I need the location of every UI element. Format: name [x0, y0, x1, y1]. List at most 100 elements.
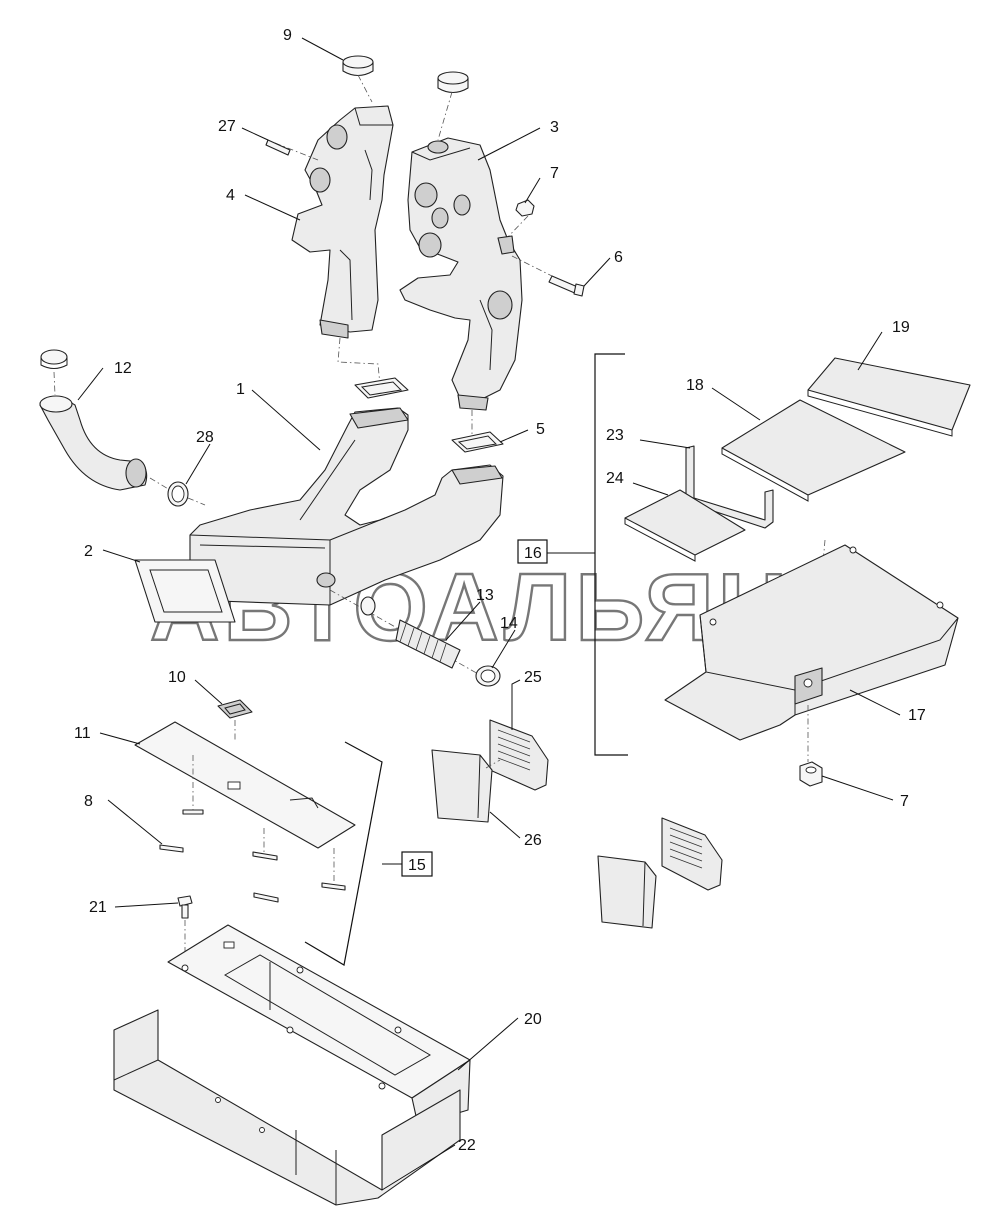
- leader-23: [639, 439, 691, 449]
- leader-26: [489, 811, 521, 839]
- axis-9-left: [357, 74, 373, 103]
- part-4-duct: [291, 105, 394, 339]
- leader-27: [241, 127, 269, 141]
- leader-5: [499, 429, 529, 443]
- part-13-bellows: [360, 596, 461, 669]
- part-2-frame: [134, 559, 236, 623]
- leader-10: [194, 679, 223, 705]
- leader-25: [511, 679, 521, 730]
- axis-6: [511, 255, 569, 285]
- leader-13: [445, 601, 481, 641]
- part-25-grille: [489, 719, 549, 791]
- leader-18: [711, 387, 761, 421]
- axis-28: [187, 497, 206, 506]
- part-27-screw: [265, 139, 291, 156]
- group-callout-16: 16: [517, 539, 548, 564]
- part-9-cap-right: [437, 71, 469, 94]
- part-9-cap-left: [342, 55, 374, 77]
- callout-27: 27: [218, 118, 236, 135]
- callout-18: 18: [686, 377, 704, 394]
- grille-repeat: [661, 817, 723, 891]
- part-12-hose: [39, 349, 148, 491]
- part-14-clamp: [475, 665, 501, 687]
- group-callout-15: 15: [401, 851, 433, 877]
- callout-7-upper: 7: [550, 165, 559, 182]
- axis-27: [274, 142, 319, 161]
- group-15-bracket: [304, 741, 383, 966]
- leader-22: [381, 1144, 456, 1191]
- callout-12: 12: [114, 360, 132, 377]
- part-6-bolt: [548, 275, 585, 297]
- part-19-pad: [807, 357, 971, 437]
- part-5-gasket-upper: [354, 377, 409, 399]
- callout-8: 8: [84, 793, 93, 810]
- part-22-trough: [113, 1009, 461, 1206]
- part-11-panel: [134, 721, 356, 849]
- leader-9: [301, 37, 344, 61]
- part-24-pad: [624, 489, 746, 562]
- axis-9-right: [437, 91, 453, 141]
- part-8-slots: [159, 809, 346, 903]
- callout-21: 21: [89, 899, 107, 916]
- leader-7a: [524, 177, 541, 204]
- leader-6: [583, 257, 611, 287]
- callout-1: 1: [236, 381, 245, 398]
- bracket-clip: [497, 235, 515, 255]
- callout-2: 2: [84, 543, 93, 560]
- callout-9: 9: [283, 27, 292, 44]
- part-5-gasket-lower: [451, 431, 504, 453]
- callout-14: 14: [500, 615, 518, 632]
- part-7-nut-lower: [799, 761, 823, 787]
- part-26-pad: [431, 749, 493, 823]
- leader-12: [77, 367, 104, 401]
- callout-7-lower: 7: [900, 793, 909, 810]
- svg-text:15: 15: [408, 857, 426, 874]
- leader-28: [185, 443, 211, 485]
- callout-19: 19: [892, 319, 910, 336]
- callout-26: 26: [524, 832, 542, 849]
- callout-5: 5: [536, 421, 545, 438]
- leader-3: [477, 127, 541, 161]
- part-17-cover: [664, 544, 959, 741]
- leader-7b: [821, 775, 894, 801]
- axis-12-housing: [149, 477, 171, 491]
- axis-4-to-5: [337, 337, 381, 386]
- part-7-nut-upper: [515, 199, 535, 217]
- callout-3: 3: [550, 119, 559, 136]
- callout-13: 13: [476, 587, 494, 604]
- part-28-clamp: [167, 481, 189, 507]
- callout-4: 4: [226, 187, 235, 204]
- callout-24: 24: [606, 470, 624, 487]
- leader-11: [99, 732, 141, 745]
- axis-12-clamp: [53, 371, 56, 396]
- callout-20: 20: [524, 1011, 542, 1028]
- pad-repeat: [597, 855, 657, 929]
- leader-2: [102, 549, 141, 563]
- callout-22: 22: [458, 1137, 476, 1154]
- leader-21: [114, 902, 179, 908]
- callout-23: 23: [606, 427, 624, 444]
- group-16-bracket: [594, 353, 628, 756]
- leader-1: [251, 389, 321, 451]
- svg-text:16: 16: [524, 545, 542, 562]
- callout-25: 25: [524, 669, 542, 686]
- part-21-screw: [177, 895, 193, 919]
- leader-17: [849, 689, 901, 716]
- callout-10: 10: [168, 669, 186, 686]
- callout-17: 17: [908, 707, 926, 724]
- part-18-pad: [721, 399, 906, 502]
- leader-4: [244, 194, 301, 221]
- part-10-clip: [217, 699, 253, 719]
- axis-26: [485, 759, 501, 769]
- callout-6: 6: [614, 249, 623, 266]
- leader-8: [107, 799, 163, 845]
- part-3-duct: [399, 137, 523, 411]
- leader-19: [857, 331, 883, 371]
- part-1-housing: [189, 407, 504, 606]
- callout-11: 11: [74, 725, 91, 742]
- leader-14: [491, 629, 516, 669]
- leader-20: [457, 1017, 519, 1071]
- callout-28: 28: [196, 429, 214, 446]
- leader-24: [632, 482, 669, 496]
